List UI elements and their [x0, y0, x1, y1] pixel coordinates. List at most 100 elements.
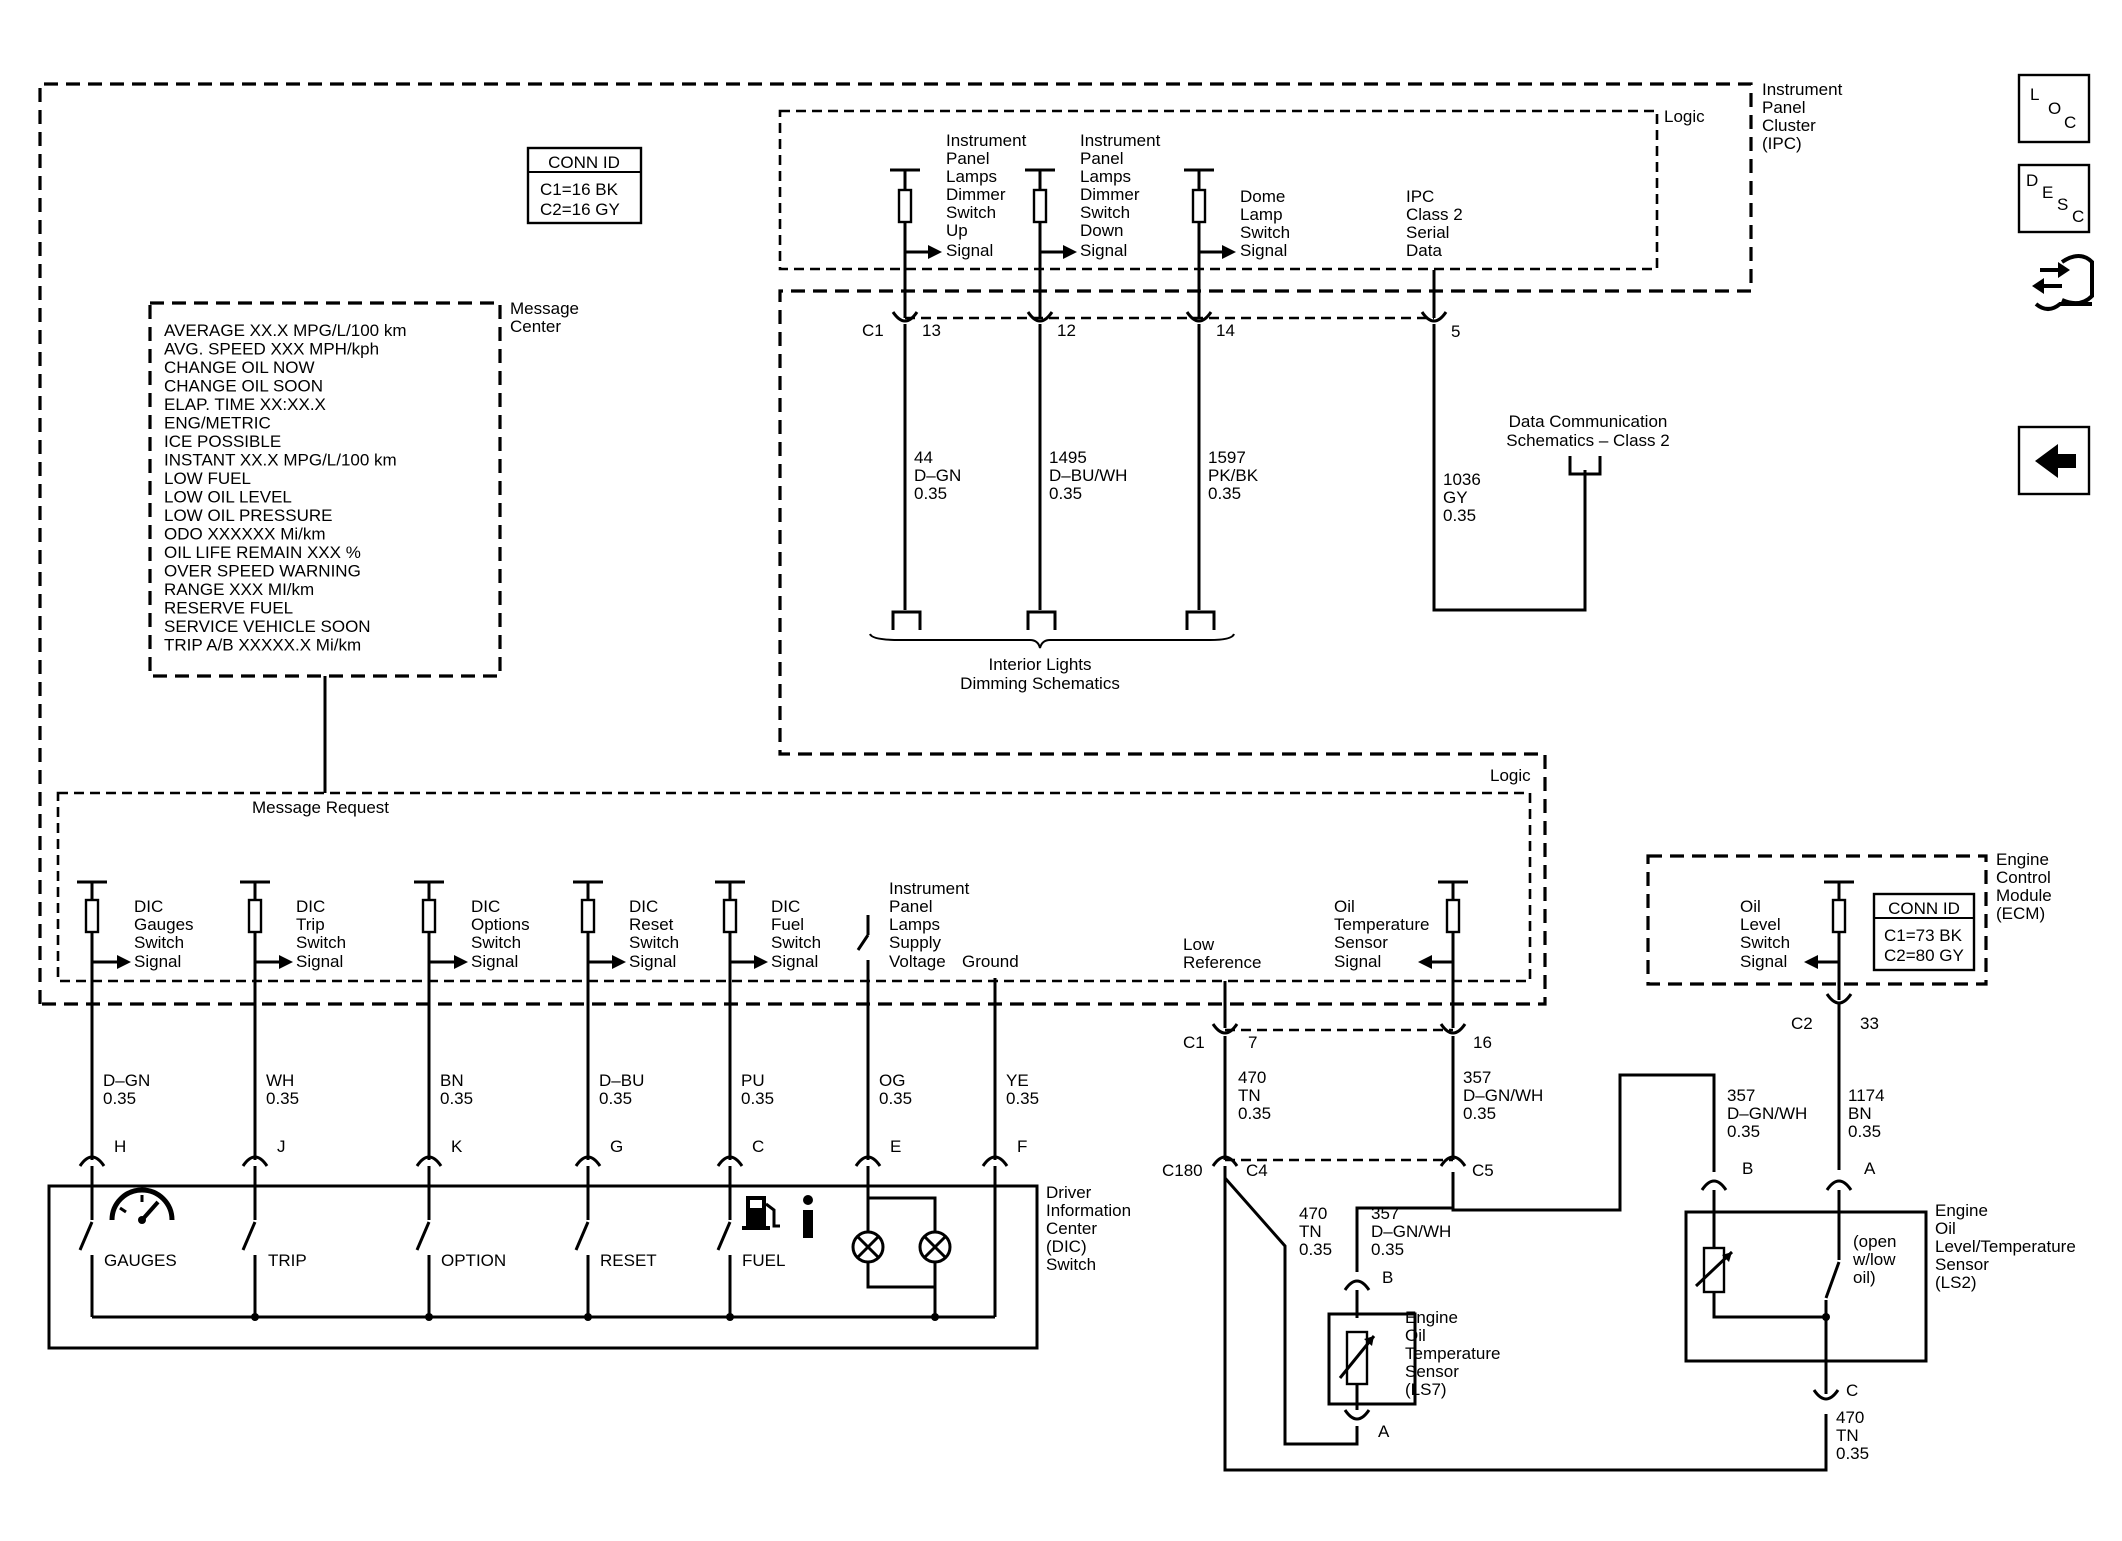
wire-357-ls7 — [1355, 1172, 1455, 1272]
loc-letter: L — [2030, 85, 2039, 104]
dic-switch-box — [47, 1184, 1039, 1350]
wire-label-470a: 470 TN 0.35 — [1238, 1068, 1271, 1123]
data-comm-label: Data Communication — [1509, 412, 1668, 431]
ls7-label: Engine Oil Temperature Sensor (LS7) — [1405, 1308, 1500, 1399]
ls2-pin-c: C — [1846, 1381, 1858, 1400]
ecm-label-line: (ECM) — [1996, 904, 2045, 923]
ls2-label: Engine Oil Level/Temperature Sensor (LS2… — [1935, 1201, 2076, 1292]
c1-bottom-pin-7: 7 — [1248, 1033, 1257, 1052]
message-item: LOW OIL PRESSURE — [164, 506, 332, 525]
signal-label-line: Instrument — [1080, 131, 1161, 150]
signal-label-line: DIC — [471, 897, 500, 916]
low-reference-line-text: Low — [1183, 935, 1215, 954]
ipc-label: Instrument Panel Cluster (IPC) — [1762, 80, 1843, 153]
wire-label-470c: 470 TN 0.35 — [1836, 1408, 1869, 1463]
dic-signal-trip — [240, 880, 293, 1160]
wire-label-line: 0.35 — [1299, 1240, 1332, 1259]
wire-label-line: 1036 — [1443, 470, 1481, 489]
dic-label-line: Driver — [1046, 1183, 1092, 1202]
wire-label-line: D–BU/WH — [1049, 466, 1127, 485]
c180-c4: C4 — [1246, 1161, 1268, 1180]
wire-label-line: 0.35 — [1463, 1104, 1496, 1123]
message-item: OIL LIFE REMAIN XXX % — [164, 543, 361, 562]
pin-5: 5 — [1451, 322, 1460, 341]
dic-label-fuel: DIC Fuel Switch Signal — [771, 897, 821, 971]
signal-label-line: Switch — [296, 933, 346, 952]
message-item: RANGE XXX MI/km — [164, 580, 314, 599]
signal-label-line: IPC — [1406, 187, 1434, 206]
message-item: LOW FUEL — [164, 469, 251, 488]
pin-label: F — [1017, 1137, 1027, 1156]
ls7-pin-b: B — [1382, 1268, 1393, 1287]
c2-ecm-label: C2 — [1791, 1014, 1813, 1033]
lamp-bulb-icon — [918, 1230, 952, 1264]
wire-size: 0.35 — [741, 1089, 774, 1108]
ipc-signal-label-1: Instrument Panel Lamps Dimmer Switch Up … — [946, 131, 1027, 260]
loc-button[interactable]: L O C — [2017, 73, 2091, 144]
signal-label-line: Trip — [296, 915, 325, 934]
signal-label-line: Lamps — [946, 167, 997, 186]
switch-name: OPTION — [441, 1251, 506, 1270]
wire-label-line: GY — [1443, 488, 1468, 507]
pin-label: H — [114, 1137, 126, 1156]
c2-ecm-pin: 33 — [1860, 1014, 1879, 1033]
message-item: AVG. SPEED XXX MPH/kph — [164, 340, 379, 359]
signal-label-line: Switch — [1080, 203, 1130, 222]
ls7-body — [1327, 1312, 1417, 1406]
conn-id-ipc: CONN ID C1=16 BK C2=16 GY — [526, 146, 643, 225]
back-button[interactable] — [2017, 425, 2091, 496]
info-icon — [803, 1195, 813, 1238]
pin-label: E — [890, 1137, 901, 1156]
dic-signal-fuel — [715, 880, 768, 1160]
ls2-pin-a: A — [1864, 1159, 1876, 1178]
wire-color: BN — [440, 1071, 464, 1090]
wire-label-line: 470 — [1238, 1068, 1266, 1087]
wire-label-357c: 357 D–GN/WH 0.35 — [1727, 1086, 1807, 1141]
wire-label-line: 357 — [1727, 1086, 1755, 1105]
signal-label-line: Fuel — [771, 915, 804, 934]
message-item: ENG/METRIC — [164, 414, 271, 433]
logic-bottom-outline — [56, 791, 1532, 983]
data-comm-bracket — [1568, 456, 1602, 476]
dic-signal-gauges — [77, 880, 131, 1160]
wire-label-44: 44 D–GN 0.35 — [914, 448, 961, 503]
signal-label-line: Signal — [1334, 952, 1381, 971]
ls2-note-line: (open — [1853, 1232, 1896, 1251]
ipc-label-line: Panel — [1762, 98, 1805, 117]
signal-label-line: Signal — [134, 952, 181, 971]
lamp-bulb-icon — [851, 1230, 885, 1264]
signal-label-line: Sensor — [1334, 933, 1388, 952]
wire-color: YE — [1006, 1071, 1029, 1090]
logic-top-label: Logic — [1664, 107, 1705, 126]
signal-label-line: Serial — [1406, 223, 1449, 242]
pin-13: 13 — [922, 321, 941, 340]
ls7-pin-a: A — [1378, 1422, 1390, 1441]
wire-1036 — [1432, 324, 1587, 612]
connector-swap-icon[interactable] — [2032, 254, 2094, 311]
signal-label-line: Instrument — [889, 879, 970, 898]
ls2-pin-b: B — [1742, 1159, 1753, 1178]
wire-label-line: TN — [1836, 1426, 1859, 1445]
pin-label: C — [752, 1137, 764, 1156]
pin-12: 12 — [1057, 321, 1076, 340]
ipc-signal-dimmer-down — [1025, 168, 1077, 318]
wire-label-line: 0.35 — [1049, 484, 1082, 503]
c180-c5: C5 — [1472, 1161, 1494, 1180]
dic-label-options: DIC Options Switch Signal — [471, 897, 530, 971]
ecm-signal-label: Oil Level Switch Signal — [1740, 897, 1790, 971]
dic-pin-labels: H J K G C E F — [114, 1137, 1027, 1156]
wire-label-1174: 1174 BN 0.35 — [1848, 1086, 1885, 1141]
conn-id-ecm-line: C2=80 GY — [1884, 946, 1964, 965]
message-item: TRIP A/B XXXXX.X Mi/km — [164, 636, 361, 655]
desc-button[interactable]: D E S C — [2017, 163, 2091, 234]
wire-label-line: 0.35 — [1238, 1104, 1271, 1123]
ipc-signal-dimmer-up — [890, 168, 942, 318]
wire-470-lower-main — [1223, 1166, 1828, 1472]
signal-label-line: Dome — [1240, 187, 1285, 206]
wire-label-line: 0.35 — [1371, 1240, 1404, 1259]
wire-label-line: PK/BK — [1208, 466, 1259, 485]
signal-label-line: Switch — [1240, 223, 1290, 242]
wire-label-line: 1597 — [1208, 448, 1246, 467]
signal-label-line: Switch — [946, 203, 996, 222]
